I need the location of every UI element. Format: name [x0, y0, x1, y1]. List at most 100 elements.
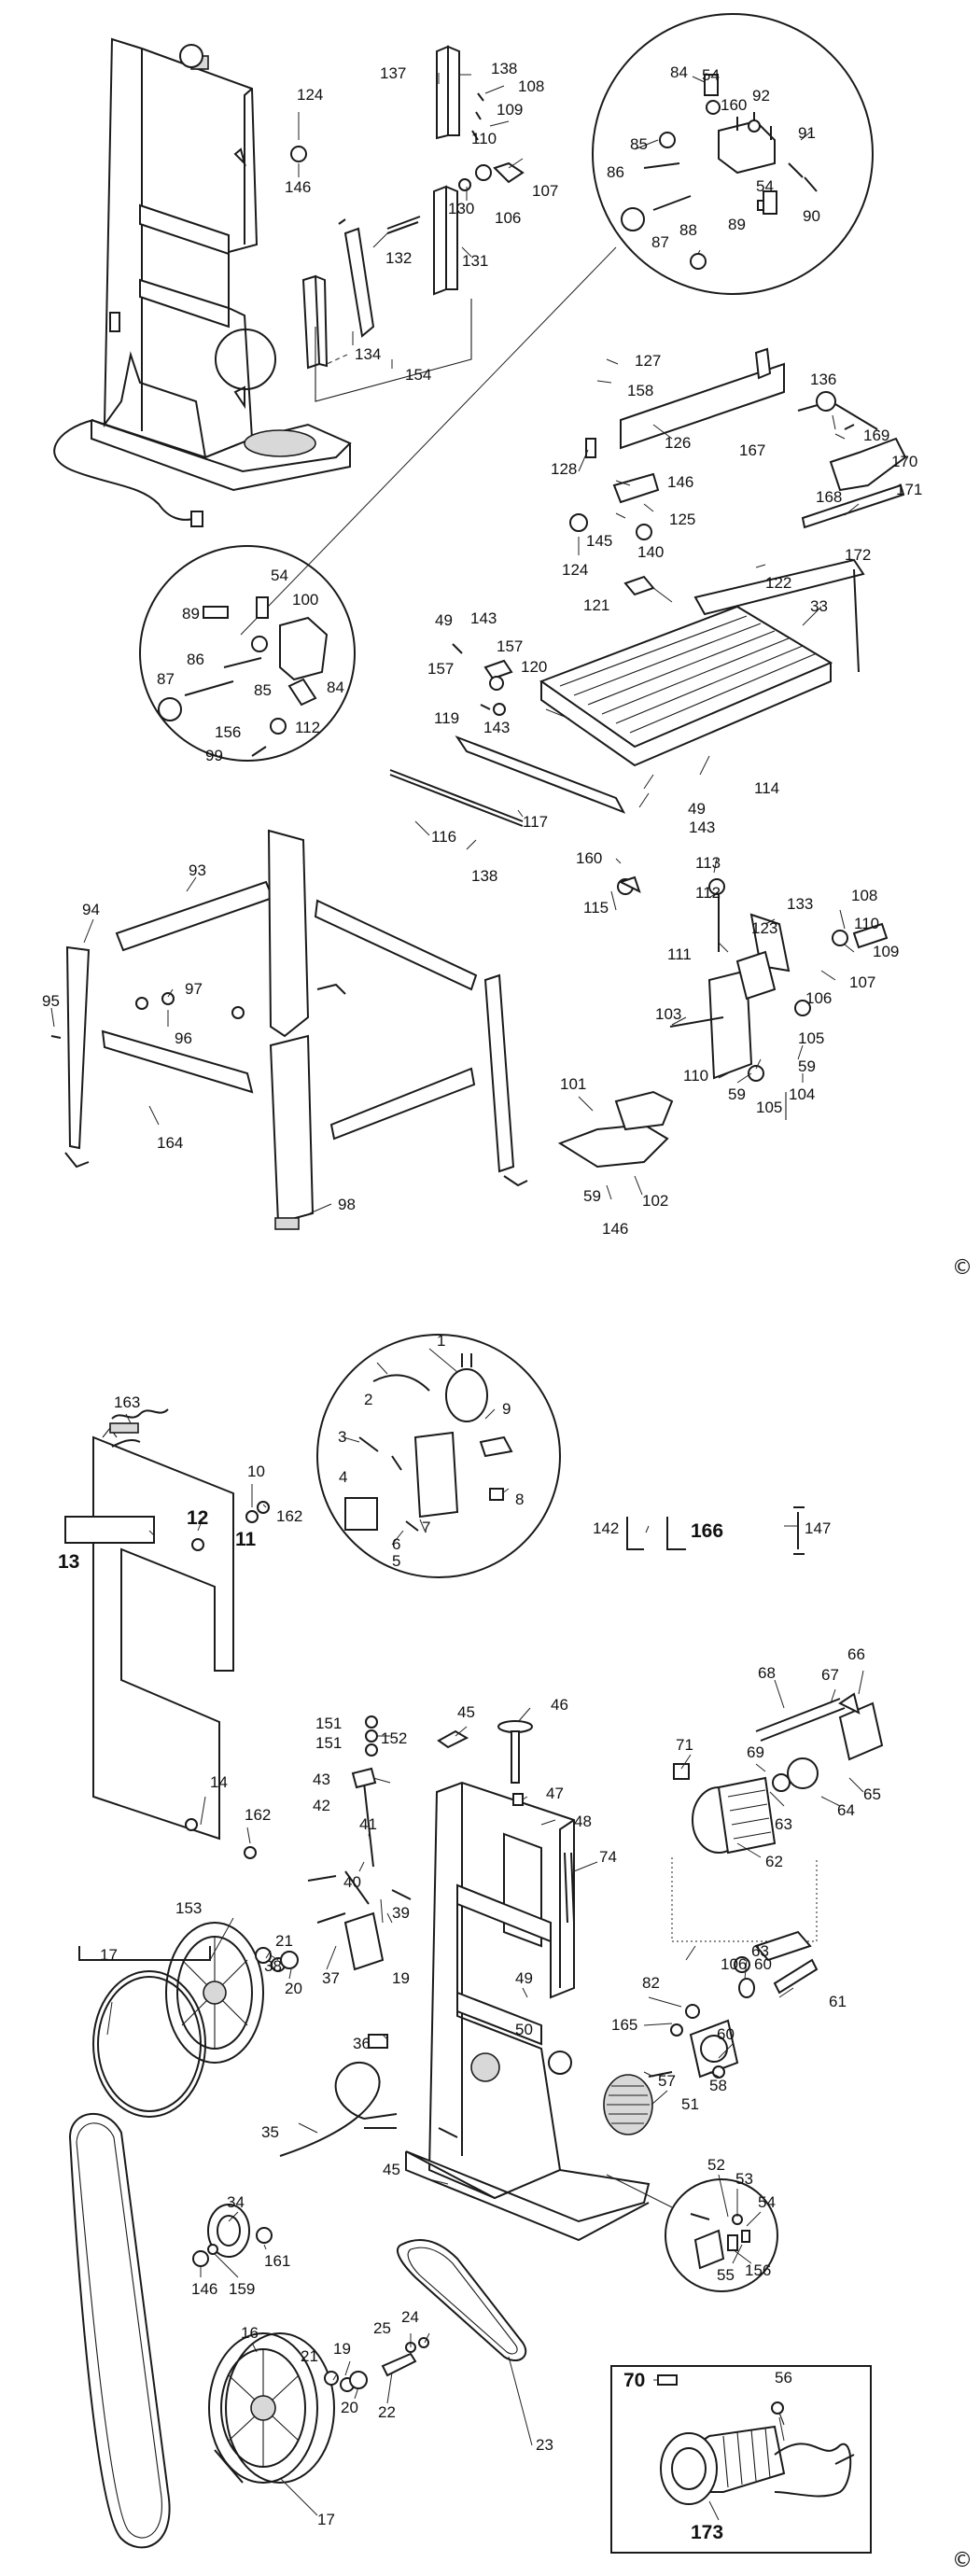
callout: 25	[373, 2319, 391, 2337]
callout: 70	[623, 2370, 645, 2391]
callout: 102	[642, 1192, 668, 1210]
callout: 157	[497, 637, 523, 655]
callout: 143	[470, 609, 497, 627]
copyright-mark-bottom: ©	[952, 2549, 973, 2572]
motor-shaft-parts	[648, 1958, 819, 2079]
callout: 173	[691, 2522, 723, 2543]
callout: 113	[695, 854, 721, 872]
callout: 132	[385, 249, 412, 267]
callout: 109	[873, 943, 899, 960]
callout: 154	[405, 366, 431, 384]
callout: 38	[264, 1957, 282, 1975]
callout: 35	[261, 2123, 279, 2141]
callout: 86	[187, 651, 204, 668]
bandsaw-frame-illustration	[53, 37, 352, 527]
callout: 17	[100, 1946, 118, 1964]
callout: 121	[583, 596, 609, 614]
callout: 119	[434, 709, 459, 727]
callout: 53	[735, 2170, 753, 2188]
callout: 103	[655, 1005, 681, 1023]
callout: 98	[338, 1196, 356, 1213]
callout: 87	[651, 233, 669, 251]
callout: 124	[297, 86, 323, 104]
callout: 95	[42, 992, 60, 1010]
callout: 24	[401, 2308, 419, 2326]
callout-labels-bottom: 1 2 163 9 3 10 8 12 162 4 7 11 6 5 13 14…	[58, 1332, 881, 2543]
saw-stand	[50, 829, 528, 1230]
callout: 168	[816, 488, 842, 506]
power-cord-harness	[279, 2034, 398, 2157]
callout: 22	[378, 2403, 396, 2421]
callout: 142	[593, 1519, 619, 1537]
callout: 39	[392, 1904, 410, 1922]
callout: 67	[821, 1666, 839, 1684]
detail-link-line	[240, 246, 617, 636]
callout: 86	[607, 163, 624, 181]
callout: 60	[717, 2025, 735, 2043]
wheel-cover-door-panel	[64, 1427, 270, 1859]
callout: 49	[515, 1969, 533, 1987]
callout: 40	[343, 1873, 361, 1891]
callout: 153	[175, 1899, 202, 1917]
callout: 19	[392, 1969, 410, 1987]
lower-blade-guide-parts	[557, 875, 889, 1169]
callout: 158	[627, 382, 653, 399]
callout: 171	[896, 481, 922, 498]
callout: 89	[182, 605, 200, 623]
copyright-mark-top: ©	[952, 1256, 973, 1280]
callout: 161	[264, 2252, 290, 2270]
callout: 108	[851, 887, 877, 904]
callout: 66	[847, 1645, 865, 1663]
callout: 152	[381, 1729, 407, 1747]
callout: 110	[683, 1067, 708, 1085]
upper-pulley-parts	[192, 2204, 273, 2267]
callout: 151	[315, 1715, 342, 1732]
callout: 143	[689, 819, 715, 836]
callout: 146	[191, 2280, 217, 2298]
callout: 91	[798, 124, 816, 142]
callout: 12	[187, 1507, 208, 1529]
callout: 165	[611, 2016, 637, 2034]
callout: 108	[518, 77, 544, 95]
callout: 45	[457, 1703, 475, 1721]
callout: 59	[798, 1057, 816, 1075]
callout: 106	[805, 989, 832, 1007]
callout: 134	[355, 345, 381, 363]
callout: 112	[295, 719, 320, 736]
callout: 68	[758, 1664, 776, 1682]
lower-wheel-assembly	[208, 2332, 429, 2484]
callout: 131	[462, 252, 488, 270]
callout: 159	[229, 2280, 255, 2298]
callout: 109	[497, 101, 523, 119]
callout: 36	[353, 2035, 371, 2052]
callout: 92	[752, 87, 770, 105]
callout: 105	[798, 1029, 824, 1047]
callout-labels-top: 137 138 108 124 109 110 107 146 106 130 …	[42, 60, 922, 1238]
callout: 167	[739, 441, 765, 459]
saw-blade-loop	[68, 2112, 171, 2549]
callout: 52	[707, 2156, 725, 2174]
lower-guide-detail-circle	[139, 545, 356, 762]
callout: 13	[58, 1551, 79, 1573]
callout: 140	[637, 543, 664, 561]
fence-and-miter-parts	[569, 347, 907, 540]
blade-tension-parts	[307, 1715, 412, 1971]
callout: 59	[728, 1085, 746, 1103]
callout: 54	[756, 177, 774, 195]
callout: 10	[247, 1463, 265, 1480]
upper-guide-detail-circle	[592, 13, 874, 295]
callout: 63	[775, 1815, 792, 1833]
callout: 107	[849, 973, 875, 991]
callout: 65	[863, 1785, 881, 1803]
callout: 146	[602, 1220, 628, 1238]
callout: 172	[845, 546, 871, 564]
callout: 114	[754, 779, 779, 797]
callout: 4	[339, 1468, 347, 1486]
callout: 101	[560, 1075, 586, 1093]
callout: 145	[586, 532, 612, 550]
callout: 93	[189, 861, 206, 879]
callout: 110	[854, 915, 879, 932]
callout: 104	[789, 1085, 815, 1103]
callout: 41	[359, 1815, 377, 1833]
callout: 126	[665, 434, 691, 452]
